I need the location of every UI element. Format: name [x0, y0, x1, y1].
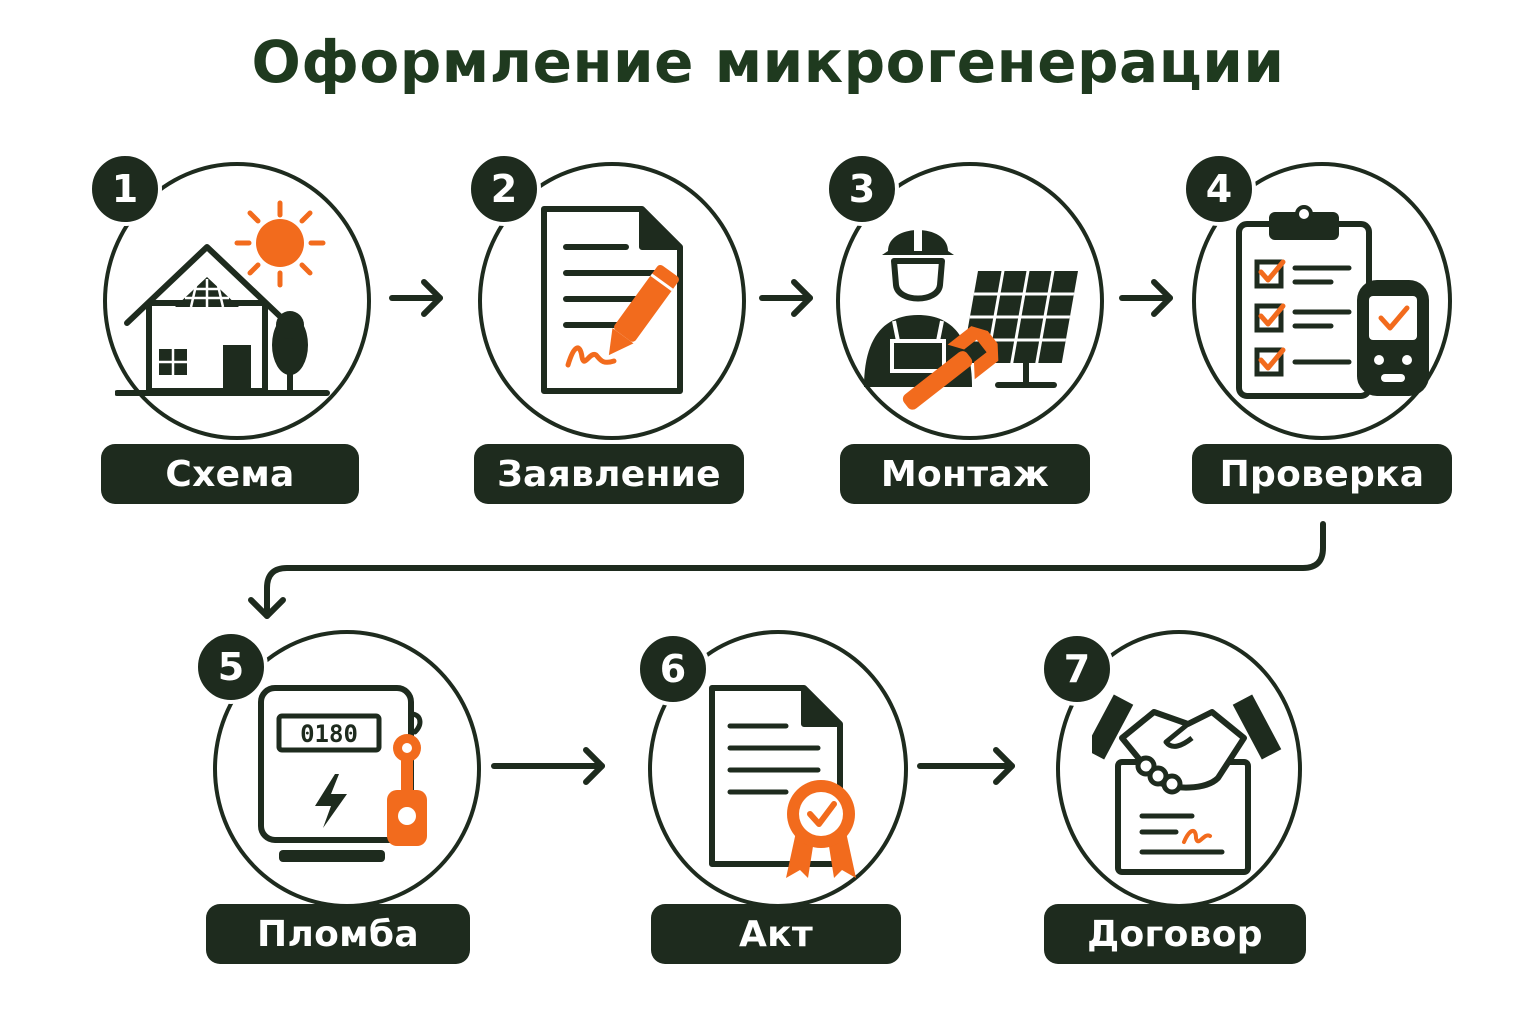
- checklist-tester-icon: [1236, 205, 1429, 399]
- installer-solar-panel-icon: [864, 227, 1078, 410]
- step-number-badge: 2: [467, 152, 541, 226]
- step-label: Акт: [651, 904, 901, 964]
- meter-seal-icon: 0180: [258, 685, 427, 862]
- step-7: 7 Договор: [0, 0, 1306, 964]
- step-number-badge: 7: [1040, 632, 1114, 706]
- house-solar-icon: [115, 200, 330, 396]
- step-1: 1 Схема: [0, 0, 371, 504]
- arrow-3-4: [1119, 279, 1173, 317]
- step-4: 4 Проверка: [0, 0, 1452, 504]
- step-label: Схема: [101, 444, 359, 504]
- arrow-6-7: [917, 747, 1015, 785]
- arrow-4-5: [248, 521, 1326, 619]
- arrow-1-2: [389, 279, 443, 317]
- step-3: 3 Монтаж: [0, 0, 1104, 504]
- document-signature-icon: [541, 206, 683, 394]
- step-number-badge: 6: [636, 632, 710, 706]
- meter-reading: 0180: [300, 720, 358, 748]
- arrow-2-3: [759, 279, 813, 317]
- step-number-badge: 1: [88, 152, 162, 226]
- step-label: Пломба: [206, 904, 470, 964]
- step-number-badge: 4: [1182, 152, 1256, 226]
- step-label: Договор: [1044, 904, 1306, 964]
- step-6: 6 Акт: [0, 0, 908, 964]
- step-label: Заявление: [474, 444, 744, 504]
- step-label: Монтаж: [840, 444, 1090, 504]
- page-title: Оформление микрогенерации: [251, 28, 1285, 96]
- handshake-contract-icon: [1092, 694, 1282, 875]
- step-number-badge: 5: [194, 630, 268, 704]
- step-label: Проверка: [1192, 444, 1452, 504]
- arrow-5-6: [491, 747, 605, 785]
- step-5: 0180 5 Пломба: [0, 0, 481, 964]
- step-2: 2 Заявление: [0, 0, 746, 504]
- step-number-badge: 3: [825, 152, 899, 226]
- certificate-document-icon: [709, 685, 856, 878]
